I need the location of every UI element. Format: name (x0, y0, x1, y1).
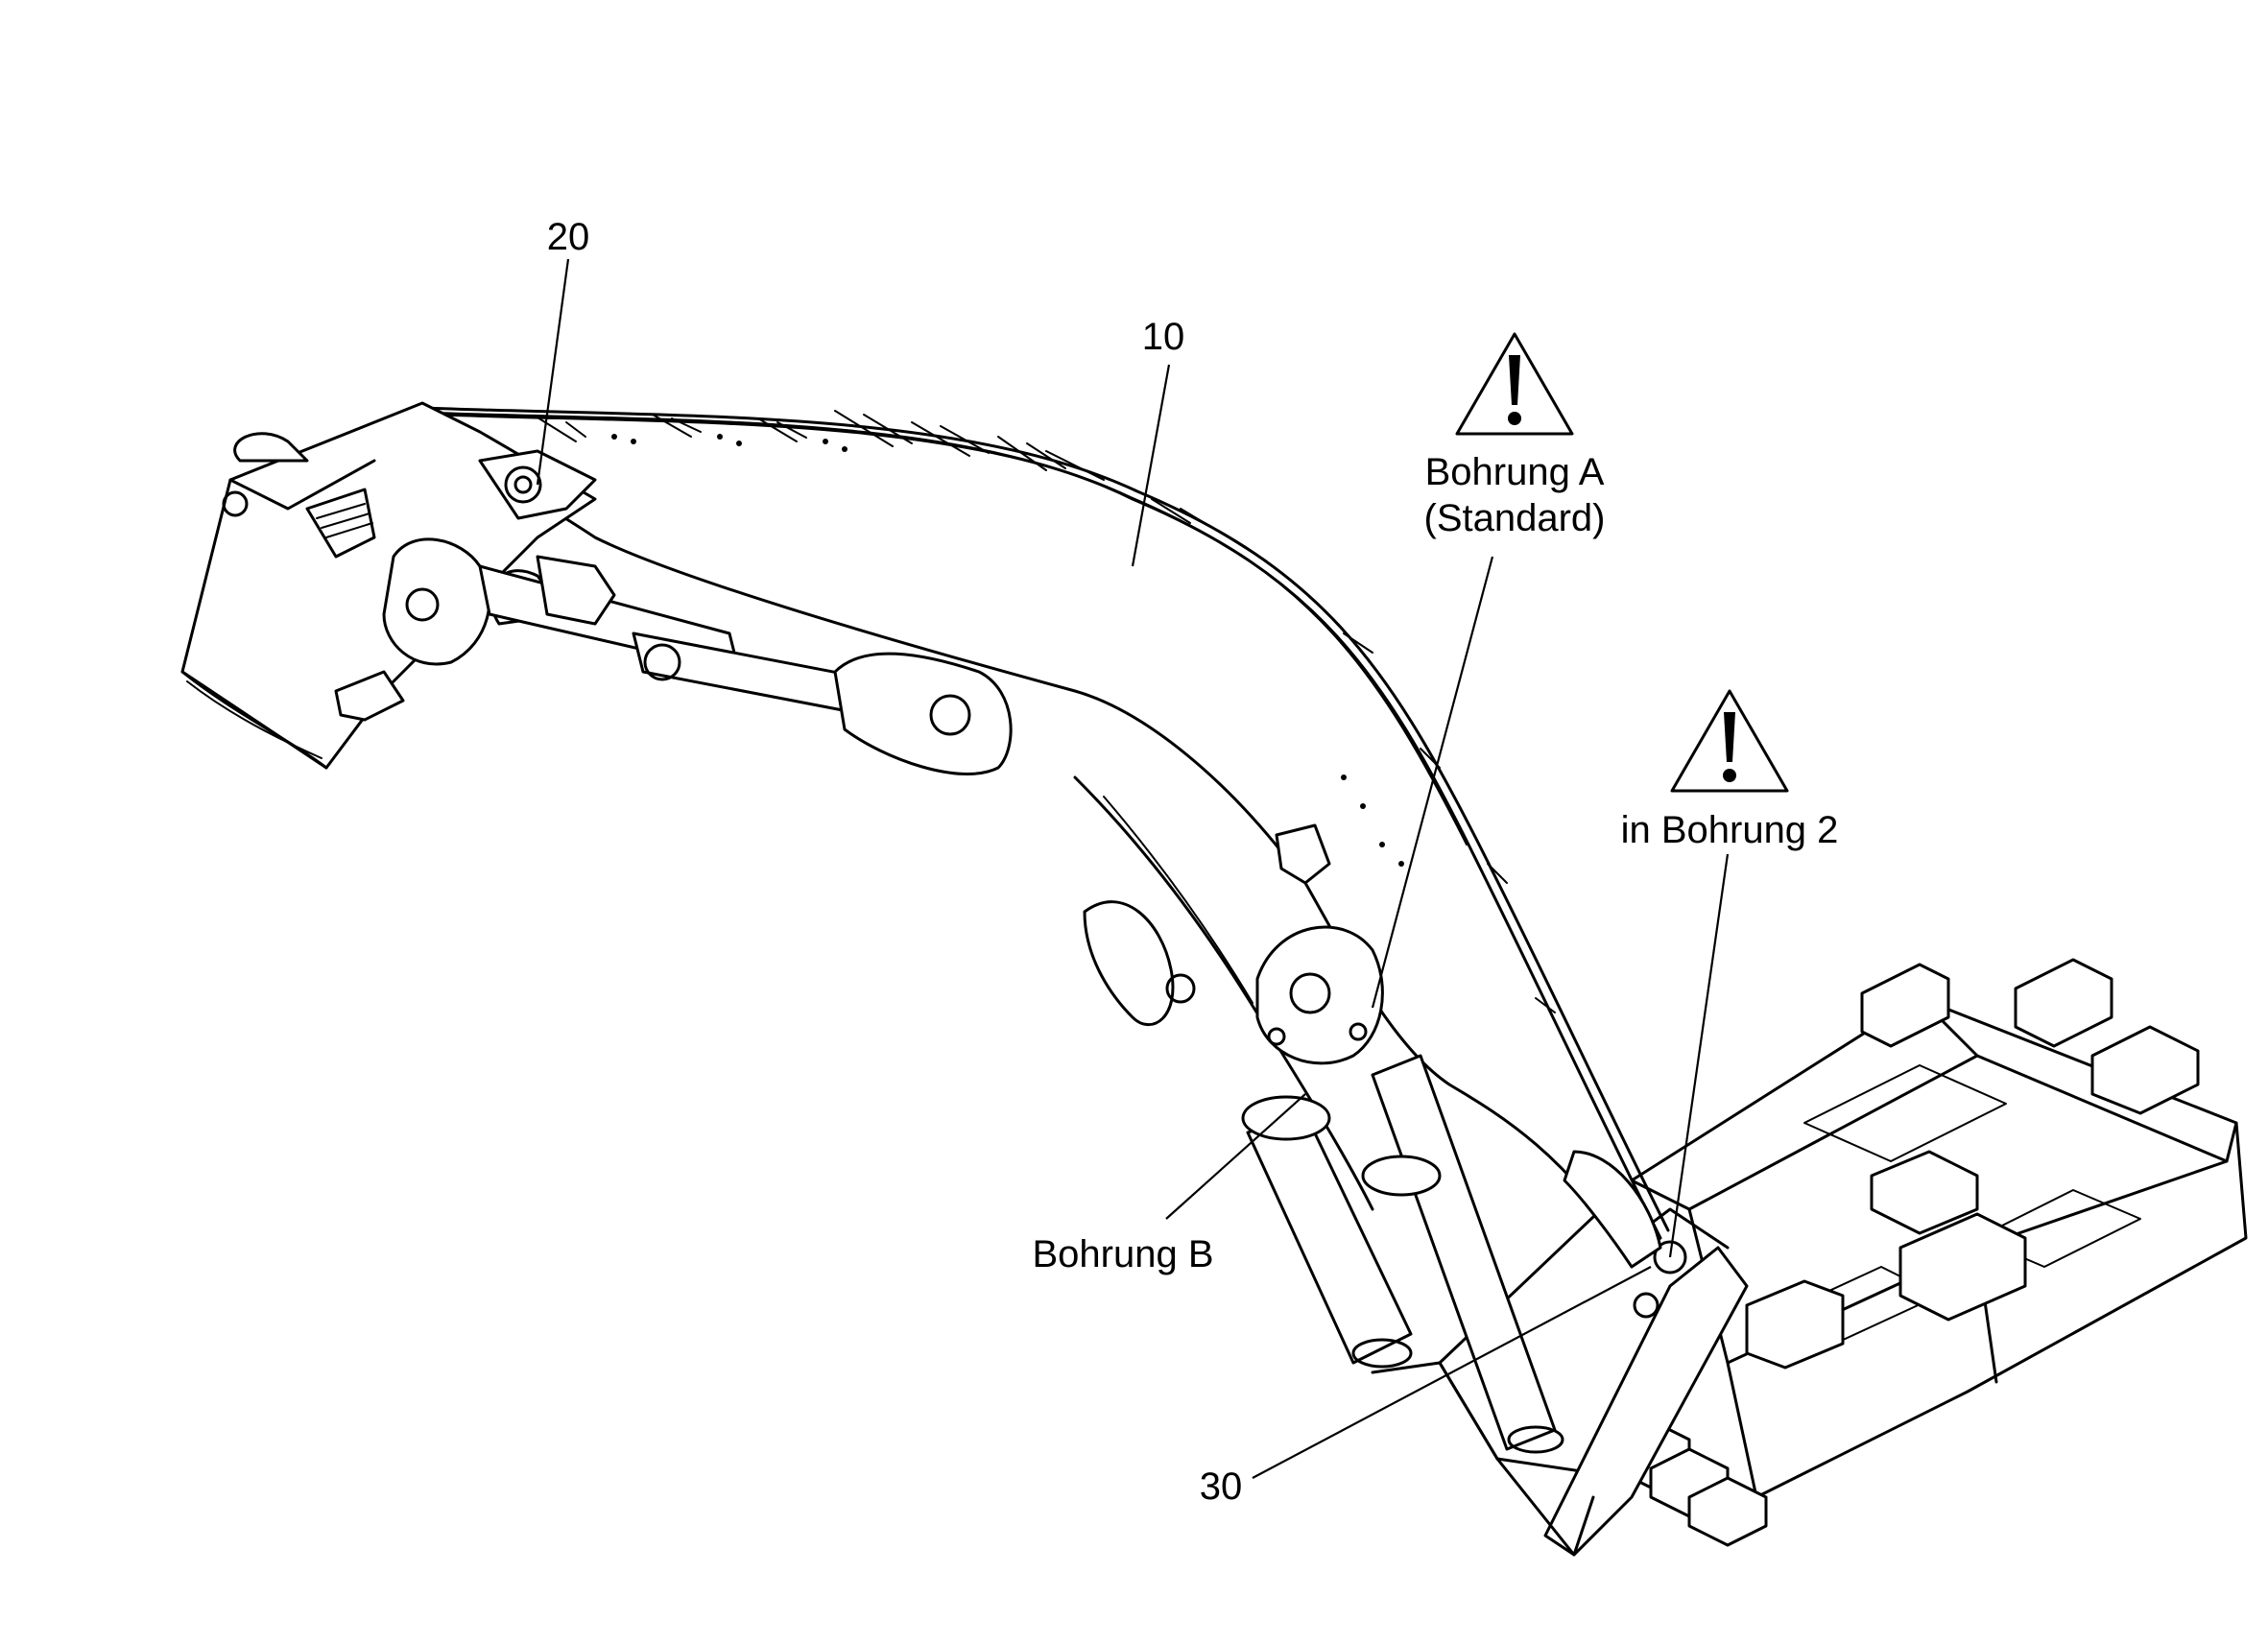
callout-30: 30 (1200, 1465, 1243, 1508)
leader-10 (1131, 364, 1171, 567)
callout-bohrung-b: Bohrung B (1032, 1233, 1213, 1275)
base-frame (1371, 958, 2248, 1557)
leader-30 (1252, 1266, 1652, 1479)
warning-triangle-icon (1455, 332, 1574, 436)
leader-in-bohrung-2 (1668, 853, 1730, 1258)
callout-bohrung-a-line2: (Standard) (1424, 497, 1606, 539)
callout-in-bohrung-2: in Bohrung 2 (1621, 809, 1839, 851)
leader-bohrung-b (1165, 1093, 1306, 1220)
stick-cylinder (478, 555, 1013, 775)
boom-cylinders (1241, 925, 1564, 1454)
callout-bohrung-a-line1: Bohrung A (1425, 451, 1605, 493)
warning-triangle-icon (1670, 689, 1789, 793)
callout-20: 20 (547, 216, 590, 258)
leader-20 (536, 258, 570, 486)
leader-lines (536, 258, 1730, 1479)
callout-10: 10 (1142, 316, 1185, 358)
callouts: 20 10 Bohrung A (Standard) in Bohrung 2 … (547, 216, 1839, 1508)
leader-bohrung-a (1371, 556, 1494, 1009)
